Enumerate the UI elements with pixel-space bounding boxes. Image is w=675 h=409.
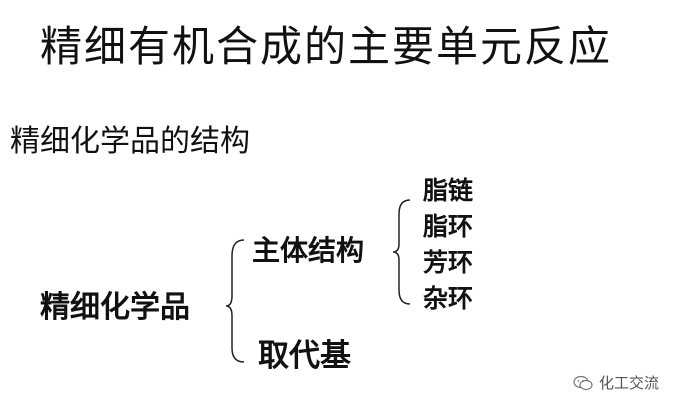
page-title: 精细有机合成的主要单元反应 xyxy=(40,22,613,71)
leaf-aliphatic-chain: 脂链 xyxy=(423,176,474,205)
structure-brace xyxy=(392,199,411,305)
watermark: 化工交流 xyxy=(573,372,659,393)
root-brace xyxy=(225,239,245,363)
leaf-alicyclic-ring: 脂环 xyxy=(423,212,474,241)
watermark-text: 化工交流 xyxy=(598,374,659,392)
subtitle: 精细化学品的结构 xyxy=(10,124,250,159)
tree-root-label: 精细化学品 xyxy=(40,290,190,325)
wechat-icon xyxy=(573,375,593,390)
branch-main-structure: 主体结构 xyxy=(252,234,365,267)
branch-substituent: 取代基 xyxy=(258,338,351,374)
leaf-aromatic-ring: 芳环 xyxy=(423,248,474,277)
leaf-heterocycle: 杂环 xyxy=(423,284,474,313)
